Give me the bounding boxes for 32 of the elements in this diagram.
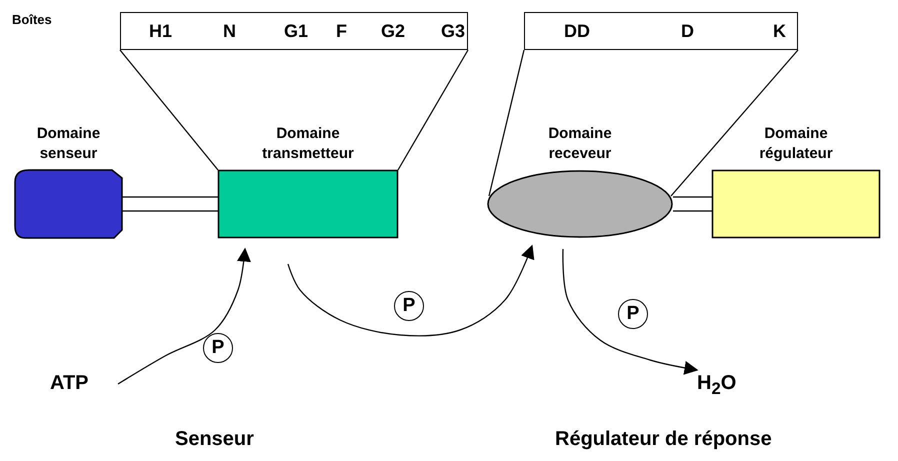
motif-letter: G2 xyxy=(381,21,406,41)
motif-box xyxy=(120,12,468,50)
curved-arrow xyxy=(118,248,251,385)
motif-letter: DD xyxy=(564,21,590,41)
zoom-line xyxy=(120,50,218,170)
domain-heading: Domaine receveur xyxy=(547,124,613,164)
zoom-line xyxy=(397,50,469,170)
domain-heading: Domaine transmetteur xyxy=(261,124,355,164)
phosphate-circle: P xyxy=(394,291,424,321)
motif-letter: H1 xyxy=(149,21,172,41)
motif-letter: K xyxy=(773,21,786,41)
curved-arrow xyxy=(287,244,534,336)
phosphate-circle: P xyxy=(203,333,233,363)
zoom-line xyxy=(488,50,525,196)
zoom-line xyxy=(670,50,798,196)
motif-letter: D xyxy=(681,21,694,41)
domain-heading: Domaine régulateur xyxy=(758,124,834,164)
phosphate-circle: P xyxy=(618,299,648,329)
response-regulator-label: Régulateur de réponse xyxy=(555,428,772,451)
molecule-label: ATP xyxy=(50,370,106,396)
sensor-label: Senseur xyxy=(175,428,254,451)
boxes-label: Boîtes xyxy=(12,12,52,27)
motif-letter: F xyxy=(336,21,347,41)
domain-heading: Domaine senseur xyxy=(36,124,102,164)
linker-line xyxy=(121,196,219,212)
motif-letter: G3 xyxy=(441,21,466,41)
motif-letter: N xyxy=(223,21,236,41)
linker-line xyxy=(672,196,713,212)
curved-arrow xyxy=(562,248,698,375)
molecule-label: H$_{2}$O xyxy=(697,370,741,396)
motif-box xyxy=(524,12,798,50)
motif-letter: G1 xyxy=(284,21,308,41)
